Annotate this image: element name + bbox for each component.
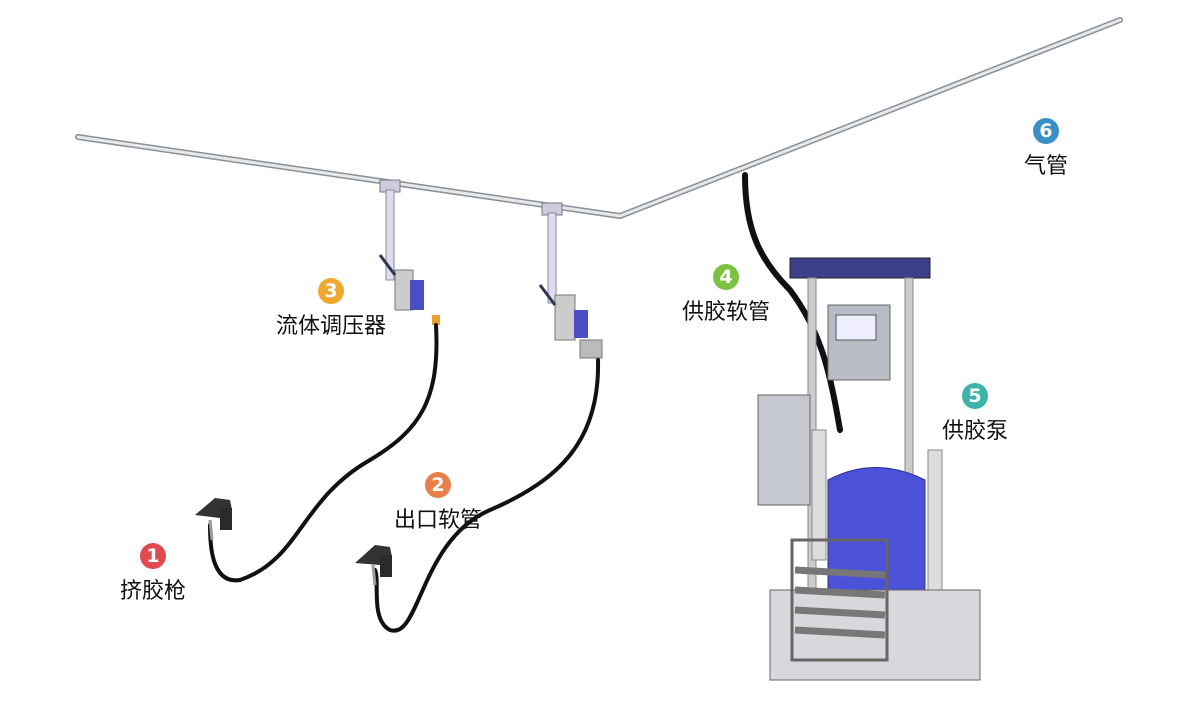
callout-label: 气管 [1024,154,1069,179]
callout-outlet-hose: 2 出口软管 [394,472,482,534]
air-pipe [75,17,1123,220]
callout-supply-hose: 4 供胶软管 [682,264,770,326]
callout-label: 供胶软管 [682,300,771,325]
number-badge: 6 [1033,118,1059,144]
callout-glue-gun: 1 挤胶枪 [120,543,186,605]
glue-gun-1 [195,498,232,541]
callout-label: 供胶泵 [942,419,1009,444]
drop-pipe-1 [378,179,440,325]
callout-label: 流体调压器 [276,314,387,339]
number-badge: 5 [962,383,988,409]
callout-fluid-regulator: 3 流体调压器 [276,278,386,340]
number-badge: 1 [140,543,166,569]
glue-gun-2 [355,545,392,586]
callout-label: 出口软管 [394,508,483,533]
drop-pipe-2 [538,202,603,359]
number-badge: 4 [713,264,739,290]
callout-supply-pump: 5 供胶泵 [942,383,1008,445]
callout-air-pipe: 6 气管 [1024,118,1068,180]
number-badge: 3 [318,278,344,304]
hoses [208,172,843,633]
number-badge: 2 [425,472,451,498]
supply-pump [757,257,981,681]
callout-label: 挤胶枪 [120,579,187,604]
